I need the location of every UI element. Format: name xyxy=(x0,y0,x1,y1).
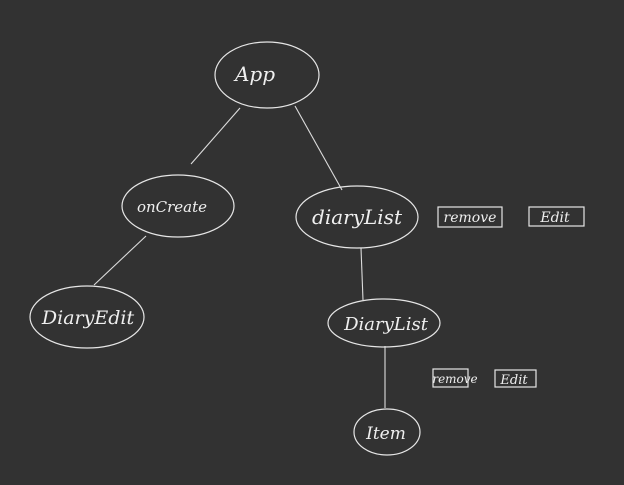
node-diarylist-mid-label: DiaryList xyxy=(343,314,429,335)
node-diarylist-top-label: diaryList xyxy=(312,205,403,229)
edge-app-diarylist xyxy=(294,105,343,191)
node-app-label: App xyxy=(233,62,275,86)
node-item: Item xyxy=(353,408,421,456)
box-edit-mid-label: Edit xyxy=(499,373,528,388)
box-remove-mid: remove xyxy=(432,368,478,388)
edge-app-oncreate xyxy=(190,107,241,165)
edge-oncreate-diaryedit xyxy=(93,235,147,286)
box-edit-top-label: Edit xyxy=(539,210,570,226)
box-edit-top: Edit xyxy=(528,206,585,227)
box-remove-top: remove xyxy=(437,206,503,228)
box-remove-mid-label: remove xyxy=(432,372,477,386)
node-diarylist-top: diaryList xyxy=(295,185,419,249)
node-oncreate-label: onCreate xyxy=(137,198,207,216)
node-diaryedit: DiaryEdit xyxy=(29,285,145,349)
node-item-label: Item xyxy=(365,424,406,444)
node-diarylist-mid: DiaryList xyxy=(327,298,441,348)
box-edit-mid: Edit xyxy=(494,369,537,388)
node-app: App xyxy=(214,41,320,109)
node-oncreate: onCreate xyxy=(121,174,235,238)
edge-diarylist-diarylist xyxy=(360,247,364,301)
node-diaryedit-label: DiaryEdit xyxy=(41,307,135,329)
box-remove-top-label: remove xyxy=(444,210,497,226)
